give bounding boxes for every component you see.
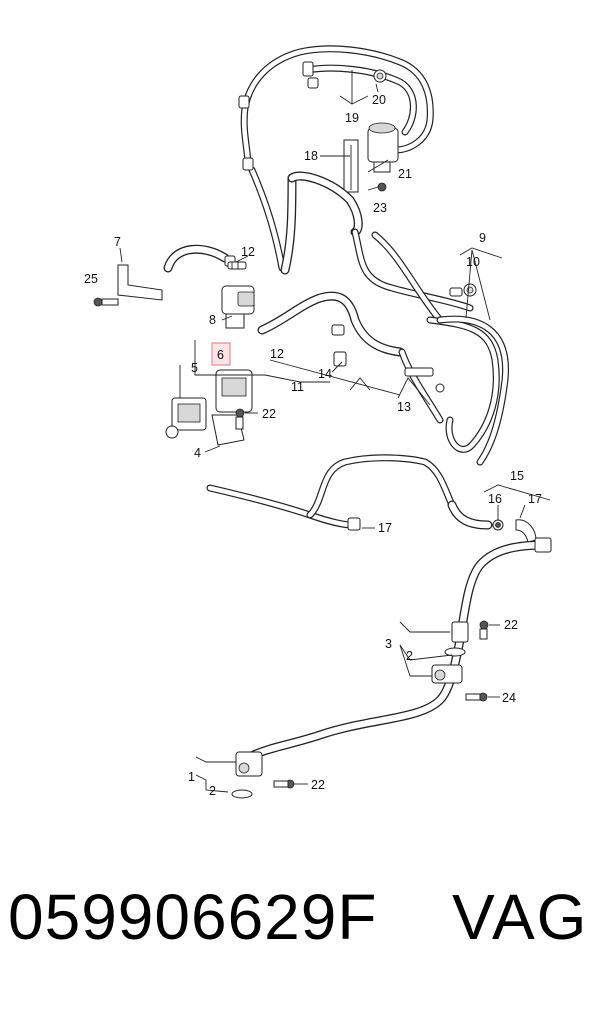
callout-23: 23 xyxy=(373,201,387,215)
footer: 059906629F VAG xyxy=(0,885,600,995)
callout-2-lower: 2 xyxy=(209,784,216,798)
bottom-hose xyxy=(243,537,552,763)
callout-15: 15 xyxy=(510,469,524,483)
leader-lines xyxy=(119,70,551,793)
elbow-17 xyxy=(515,519,537,543)
callout-21: 21 xyxy=(398,167,412,181)
callout-22-upper: 22 xyxy=(262,407,276,421)
callout-20: 20 xyxy=(372,93,386,107)
callout-25: 25 xyxy=(84,272,98,286)
component-5 xyxy=(165,397,207,439)
upper-hose-loop xyxy=(238,45,434,272)
callout-19: 19 xyxy=(345,111,359,125)
callout-11: 11 xyxy=(291,380,304,394)
lower-long-hose xyxy=(206,454,493,531)
highlight-box-6 xyxy=(211,342,231,366)
callout-12-upper: 12 xyxy=(241,245,255,259)
part-number: 059906629F xyxy=(8,881,378,953)
callout-8: 8 xyxy=(209,313,216,327)
callout-7: 7 xyxy=(114,235,121,249)
connector-1 xyxy=(231,751,263,799)
clip-20 xyxy=(373,69,387,83)
valve-8 xyxy=(221,285,255,329)
callout-12-lower: 12 xyxy=(270,347,284,361)
callout-13: 13 xyxy=(397,400,411,414)
callout-16: 16 xyxy=(488,492,502,506)
bolt-22-upper xyxy=(235,408,245,430)
callout-1: 1 xyxy=(188,770,195,784)
bolt-22-bottom xyxy=(273,779,295,789)
callout-18: 18 xyxy=(304,149,318,163)
parts-diagram: 20 19 18 21 23 7 12 9 10 25 8 6 12 5 14 … xyxy=(84,45,552,799)
middle-hoses xyxy=(163,171,510,466)
callout-2-upper: 2 xyxy=(406,649,413,663)
connector-3 xyxy=(431,621,469,684)
bolt-24 xyxy=(465,692,488,702)
valve-21 xyxy=(343,122,399,193)
bolt-23 xyxy=(367,182,387,192)
callout-6: 6 xyxy=(217,348,224,362)
callout-22-bottom: 22 xyxy=(311,778,325,792)
connector-13 xyxy=(404,367,445,393)
component-6 xyxy=(215,369,253,413)
callout-14: 14 xyxy=(318,367,332,381)
callout-22-right: 22 xyxy=(504,618,518,632)
bracket-7 xyxy=(93,264,163,307)
callout-4: 4 xyxy=(194,446,201,460)
callout-5: 5 xyxy=(191,361,198,375)
callout-labels: 20 19 18 21 23 7 12 9 10 25 8 6 12 5 14 … xyxy=(84,93,542,798)
callout-24: 24 xyxy=(502,691,516,705)
callout-9: 9 xyxy=(479,231,486,245)
bolt-22-lower-right xyxy=(479,620,489,640)
clip-10 xyxy=(463,283,477,297)
callout-10: 10 xyxy=(466,255,480,269)
brand-name: VAG xyxy=(452,881,589,953)
connector-16 xyxy=(492,519,504,531)
callout-3: 3 xyxy=(385,637,392,651)
connector-12 xyxy=(227,261,247,270)
clip-14 xyxy=(333,351,347,367)
callout-17-left: 17 xyxy=(378,521,392,535)
callout-17-right: 17 xyxy=(528,492,542,506)
